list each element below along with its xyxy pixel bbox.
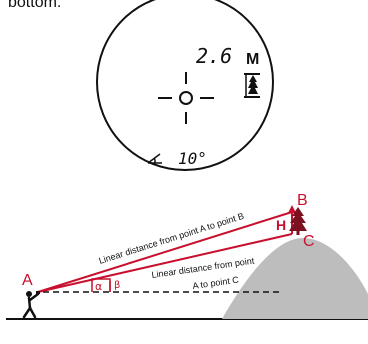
height-arrow-icon xyxy=(288,205,296,213)
tree-height-icon xyxy=(244,73,260,98)
point-a-label: A xyxy=(22,272,33,289)
line-ac-label-line2: A to point C xyxy=(192,275,240,291)
mountain-shape xyxy=(222,238,368,319)
distance-unit: M xyxy=(246,51,259,68)
point-c-label: C xyxy=(303,233,315,250)
person-icon xyxy=(22,291,40,319)
line-a-to-c xyxy=(37,233,293,293)
viewfinder-circle xyxy=(96,0,274,171)
angle-beta-label: β xyxy=(114,280,120,291)
line-ac-label-line1: Linear distance from point xyxy=(151,256,255,280)
angle-value: 10° xyxy=(178,149,207,168)
crosshair-icon xyxy=(158,72,214,124)
angle-alpha-label: α xyxy=(95,280,102,293)
angle-icon xyxy=(147,153,162,164)
line-a-to-b xyxy=(37,211,293,293)
line-ab-label: Linear distance from point A to point B xyxy=(98,211,246,266)
height-label: H xyxy=(276,217,286,233)
distance-value: 2.6 xyxy=(196,44,232,68)
page-header-fragment: bottom. xyxy=(8,0,62,11)
point-b-label: B xyxy=(297,192,308,209)
tree-icon xyxy=(289,207,307,235)
